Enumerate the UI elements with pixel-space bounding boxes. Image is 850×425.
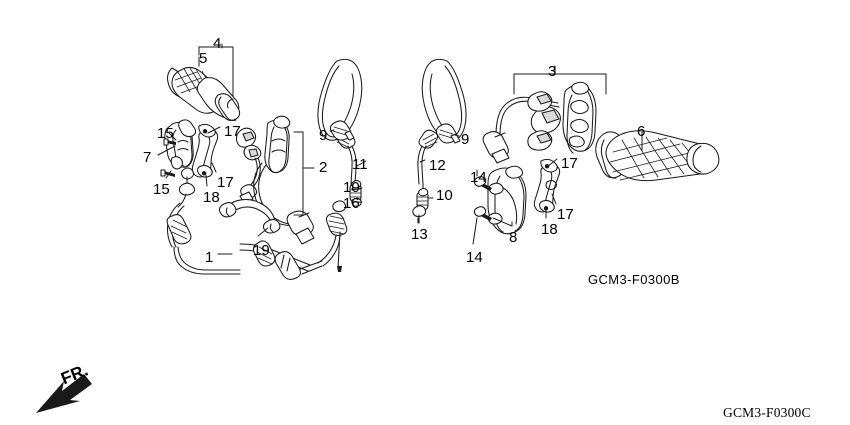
callout-15-bottom: 15 — [153, 181, 170, 198]
part-group-lever-bracket — [157, 119, 197, 179]
part-group-right-housing — [472, 165, 527, 245]
callout-2: 2 — [319, 159, 328, 176]
callout-9-left: 9 — [319, 127, 328, 144]
callout-14-top: 14 — [470, 169, 487, 186]
bolt-15-bottom — [160, 169, 175, 177]
front-direction-arrow — [36, 374, 92, 413]
part-group-throttle-cable — [166, 167, 348, 280]
drawing-code-secondary: GCM3-F0300C — [723, 405, 811, 420]
callout-6: 6 — [637, 123, 646, 140]
part-group-mirror-left-hardware — [349, 179, 363, 207]
part-group-left-clamp — [191, 123, 221, 187]
callout-5: 5 — [199, 50, 208, 67]
callout-19: 19 — [253, 242, 270, 259]
callout-17-a: 17 — [224, 123, 241, 140]
callout-9-right: 9 — [461, 131, 470, 148]
callout-12: 12 — [429, 157, 446, 174]
callout-10-left: 10 — [343, 179, 360, 196]
drawing-code-primary: GCM3-F0300B — [588, 272, 680, 287]
callout-1: 1 — [205, 249, 214, 266]
callout-18-left: 18 — [203, 189, 220, 206]
front-direction-marker: FR. — [26, 360, 116, 418]
bolt-15-top — [163, 138, 176, 146]
bolt-14-top — [473, 176, 492, 191]
part-group-right-switch-assembly — [482, 65, 607, 164]
part-bolt-9-right — [435, 123, 461, 144]
part-group-left-grip — [166, 43, 241, 122]
callout-14-bottom: 14 — [466, 249, 483, 266]
bolt-14-bottom — [473, 206, 492, 221]
callout-4: 4 — [213, 35, 222, 52]
callout-3: 3 — [548, 63, 557, 80]
callout-13: 13 — [411, 226, 428, 243]
callout-11: 11 — [352, 156, 368, 173]
callout-18-right: 18 — [541, 221, 558, 238]
callout-17-d: 17 — [557, 206, 574, 223]
callout-15-top: 15 — [157, 125, 174, 142]
callout-17-c: 17 — [561, 155, 578, 172]
part-group-right-clamp — [533, 158, 561, 219]
callout-17-b: 17 — [217, 174, 234, 191]
callout-7: 7 — [143, 149, 152, 166]
callout-8: 8 — [509, 229, 518, 246]
part-group-mirror-right-hardware — [412, 187, 434, 224]
callout-10-right: 10 — [436, 187, 453, 204]
part-group-right-grip — [595, 130, 720, 182]
part-bolt-9-left — [329, 120, 355, 141]
callout-16: 16 — [343, 195, 360, 212]
